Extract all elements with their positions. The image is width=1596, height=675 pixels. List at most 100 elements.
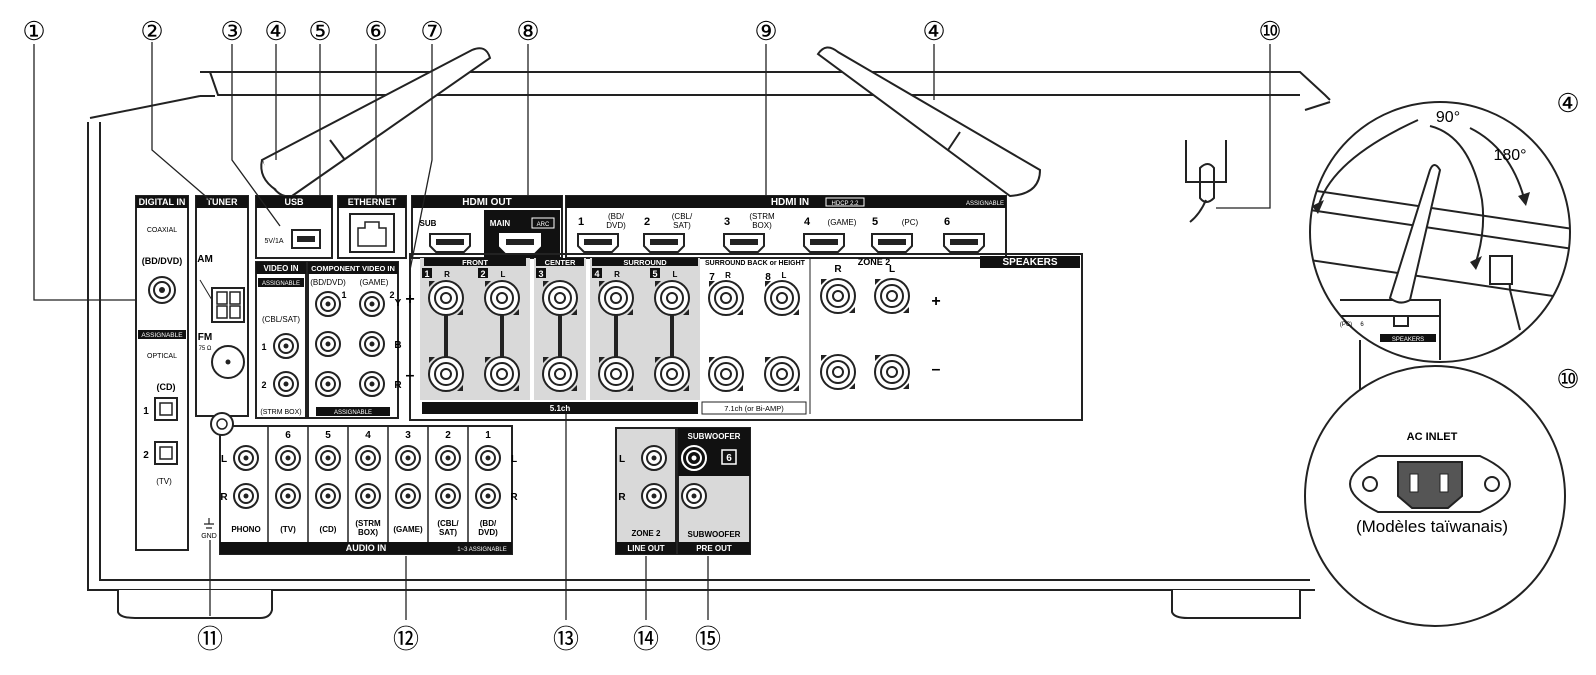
- hdmi-in-port-2[interactable]: [643, 233, 685, 253]
- speaker-post-front-r-plus[interactable]: [428, 280, 464, 316]
- audio-in-jack-r-5[interactable]: [395, 483, 421, 509]
- speaker-post-front-l-minus[interactable]: [484, 356, 520, 392]
- component-jack-2-r[interactable]: [359, 371, 385, 397]
- audio-in-jack-r-6[interactable]: [435, 483, 461, 509]
- audio-in-jack-l-7[interactable]: [475, 445, 501, 471]
- tuner-section: TUNER AM FM 75 Ω: [195, 195, 249, 417]
- audio-in-num-4: 4: [365, 430, 371, 441]
- line-out-r: R: [618, 492, 626, 503]
- optical-jack-1[interactable]: [154, 397, 178, 421]
- optical-jack-2[interactable]: [154, 441, 178, 465]
- tuner-title: TUNER: [207, 197, 238, 207]
- audio-in-name-7: (BD/: [480, 519, 497, 528]
- component-r-label: R: [394, 380, 402, 391]
- speaker-post-surround-back-r-minus[interactable]: [708, 356, 744, 392]
- hdmi-in-port-5[interactable]: [871, 233, 913, 253]
- speaker-post-front-l-plus[interactable]: [484, 280, 520, 316]
- video-in-jack-1[interactable]: [273, 333, 299, 359]
- audio-in-num-1: 1: [485, 430, 491, 441]
- center-num-3: 3: [538, 269, 543, 279]
- callout-2: ②: [140, 16, 163, 46]
- audio-in-name-1: PHONO: [231, 525, 260, 534]
- callout-9: ⑨: [754, 16, 777, 46]
- audio-in-jack-r-2[interactable]: [275, 483, 301, 509]
- hdmi-out-main-label: MAIN: [490, 219, 511, 228]
- audio-in-name-5: (GAME): [393, 525, 423, 534]
- line-out-jack-l[interactable]: [641, 445, 667, 471]
- hdmi-in-name-3: (STRM: [749, 212, 775, 221]
- audio-in-jack-l-4[interactable]: [355, 445, 381, 471]
- coaxial-jack[interactable]: [148, 276, 176, 304]
- hdmi-out-main-port[interactable]: [499, 233, 541, 253]
- audio-in-name-6: SAT): [439, 528, 457, 537]
- audio-in-jack-l-3[interactable]: [315, 445, 341, 471]
- component-jack-1-y[interactable]: [315, 291, 341, 317]
- speaker-post-zone2-r-plus[interactable]: [820, 278, 856, 314]
- speaker-post-surround-r-minus[interactable]: [598, 356, 634, 392]
- audio-in-title: AUDIO IN: [346, 543, 387, 553]
- rotate-arrow-left: [1317, 119, 1419, 209]
- line-out-jack-r[interactable]: [641, 483, 667, 509]
- usb-port[interactable]: [291, 229, 321, 249]
- subwoofer-jack-2[interactable]: [681, 483, 707, 509]
- speaker-post-zone2-r-minus[interactable]: [820, 354, 856, 390]
- speaker-post-surround-back-r-plus[interactable]: [708, 280, 744, 316]
- video-in-section: VIDEO IN ASSIGNABLE (CBL/SAT) 1 2 (STRM …: [255, 261, 307, 419]
- audio-in-jack-r-4[interactable]: [355, 483, 381, 509]
- component-jack-2-b[interactable]: [359, 331, 385, 357]
- ethernet-section: ETHERNET: [337, 195, 407, 259]
- audio-in-jack-l-2[interactable]: [275, 445, 301, 471]
- pre-out-subwoofer-top: SUBWOOFER: [688, 432, 741, 441]
- surround-num-5: 5: [652, 269, 657, 279]
- audio-in-jack-l-5[interactable]: [395, 445, 421, 471]
- hdmi-in-port-1[interactable]: [577, 233, 619, 253]
- speaker-post-zone2-l-plus[interactable]: [874, 278, 910, 314]
- speaker-post-front-r-minus[interactable]: [428, 356, 464, 392]
- audio-in-jack-r-3[interactable]: [315, 483, 341, 509]
- gnd-label: GND: [201, 533, 217, 540]
- audio-in-jack-l-6[interactable]: [435, 445, 461, 471]
- speaker-post-zone2-l-minus[interactable]: [874, 354, 910, 390]
- audio-in-name-3: (CD): [320, 525, 337, 534]
- component-jack-2-y[interactable]: [359, 291, 385, 317]
- speaker-post-surround-r-plus[interactable]: [598, 280, 634, 316]
- surround-back-label: SURROUND BACK or HEIGHT: [705, 260, 806, 267]
- ethernet-port[interactable]: [349, 213, 395, 253]
- hdmi-in-port-4[interactable]: [803, 233, 845, 253]
- speaker-post-surround-back-l-minus[interactable]: [764, 356, 800, 392]
- component-jack-1-b[interactable]: [315, 331, 341, 357]
- audio-in-jack-r-7[interactable]: [475, 483, 501, 509]
- speaker-plus-right: +: [931, 293, 940, 310]
- feet: [117, 590, 1301, 619]
- hdmi-in-port-3[interactable]: [723, 233, 765, 253]
- gnd-terminal[interactable]: [204, 412, 234, 529]
- speaker-post-surround-l-minus[interactable]: [654, 356, 690, 392]
- hdmi-in-port-6[interactable]: [943, 233, 985, 253]
- speaker-post-surround-back-l-plus[interactable]: [764, 280, 800, 316]
- usb-rating: 5V/1A: [264, 238, 283, 245]
- audio-in-r-left: R: [220, 492, 228, 503]
- hdcp-label: HDCP 2.2: [832, 201, 860, 207]
- video-in-num-1: 1: [261, 342, 266, 352]
- speaker-post-center-plus[interactable]: [542, 280, 578, 316]
- callouts: ① ② ③ ④ ⑤ ⑥ ⑦ ⑧ ⑨ ④ ⑩ ④ ⑩ ⑪ ⑫ ⑬ ⑭ ⑮: [22, 16, 1579, 654]
- callout-13: ⑬: [553, 624, 579, 654]
- video-in-jack-2[interactable]: [273, 371, 299, 397]
- speaker-post-surround-l-plus[interactable]: [654, 280, 690, 316]
- rotate-arrow-180: [1469, 127, 1525, 199]
- line-out-l: L: [619, 454, 625, 465]
- component-jack-1-r[interactable]: [315, 371, 341, 397]
- sb-num-8: 8: [765, 272, 771, 283]
- audio-in-jack-l-1[interactable]: [233, 445, 259, 471]
- fm-antenna-jack[interactable]: [211, 345, 245, 379]
- hdmi-in-ports: 1(BD/DVD)2(CBL/SAT)3(STRMBOX)4(GAME)5(PC…: [577, 212, 985, 253]
- ch71-label: 7.1ch (or Bi-AMP): [724, 404, 784, 413]
- speaker-post-center-minus[interactable]: [542, 356, 578, 392]
- antenna-right: [816, 46, 1042, 198]
- am-antenna-terminal[interactable]: [199, 279, 245, 323]
- hdmi-out-sub-port[interactable]: [429, 233, 471, 253]
- subwoofer-jack-1[interactable]: [681, 445, 707, 471]
- audio-in-jack-r-1[interactable]: [233, 483, 259, 509]
- zone2-r: R: [834, 264, 842, 275]
- ac-inlet-socket[interactable]: [1348, 455, 1512, 513]
